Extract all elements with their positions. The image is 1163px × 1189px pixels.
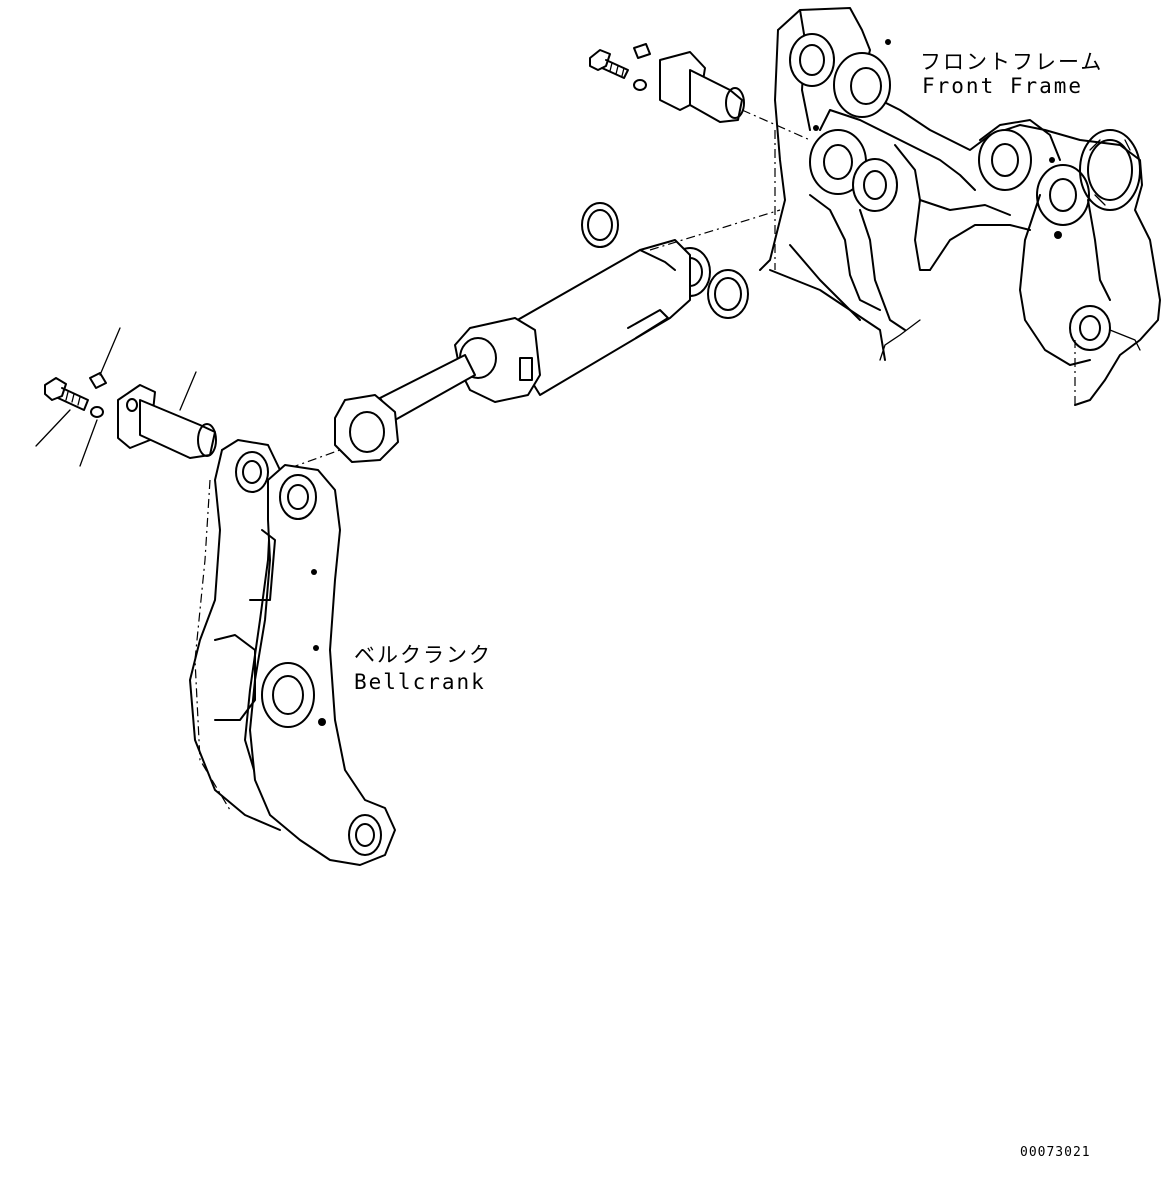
- front-frame: [759, 7, 1161, 406]
- document-id: 00073021: [1020, 1145, 1091, 1160]
- front-frame-label-jp: フロントフレーム: [920, 50, 1104, 74]
- bellcrank: [189, 439, 396, 866]
- front-frame-label-en: Front Frame: [922, 74, 1084, 98]
- bellcrank-label-en: Bellcrank: [354, 670, 486, 694]
- bellcrank-label-jp: ベルクランク: [354, 643, 492, 667]
- hydraulic-cylinder: [289, 209, 781, 469]
- thrust-washers: [581, 202, 749, 319]
- lower-pin-assembly: [35, 327, 217, 467]
- upper-pin-assembly: [589, 43, 811, 141]
